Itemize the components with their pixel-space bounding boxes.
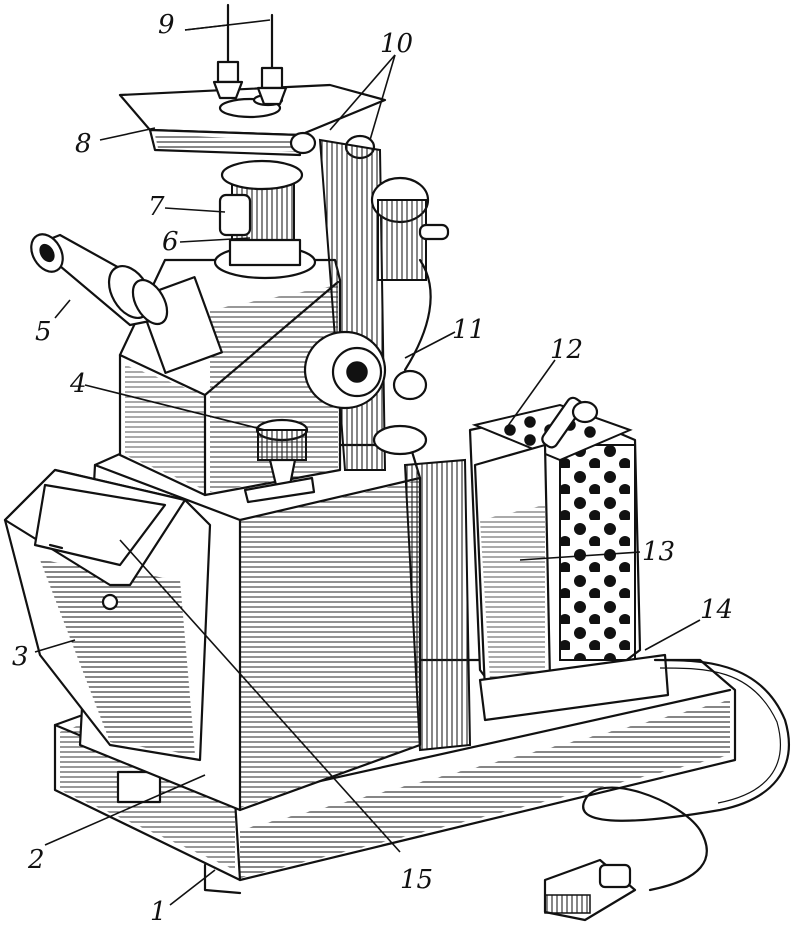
label-4: 4 <box>69 369 87 399</box>
power-cable <box>543 658 790 922</box>
mounting-strip <box>403 458 472 752</box>
label-6: 6 <box>162 227 179 257</box>
callout-labels: 9 10 8 7 6 5 4 11 12 13 14 3 2 1 15 <box>12 10 733 927</box>
objective-column <box>213 159 317 280</box>
label-1: 1 <box>150 897 167 927</box>
label-5: 5 <box>35 317 52 347</box>
label-11: 11 <box>452 315 485 345</box>
label-14: 14 <box>700 595 733 625</box>
lamp-housing <box>468 396 670 722</box>
label-7: 7 <box>148 192 165 222</box>
focus-knob <box>243 418 316 504</box>
screen-hood <box>3 468 212 762</box>
leader-lines <box>34 19 701 906</box>
top-stage <box>118 83 387 157</box>
label-15: 15 <box>400 865 433 895</box>
label-9: 9 <box>158 10 175 40</box>
label-13: 13 <box>642 537 675 567</box>
label-8: 8 <box>75 129 92 159</box>
adjustment-knob <box>303 258 432 456</box>
eyepiece <box>30 233 169 327</box>
label-12: 12 <box>550 335 583 365</box>
label-3: 3 <box>12 642 29 672</box>
label-10: 10 <box>380 29 413 59</box>
label-2: 2 <box>27 845 45 875</box>
electrodes <box>212 3 288 106</box>
